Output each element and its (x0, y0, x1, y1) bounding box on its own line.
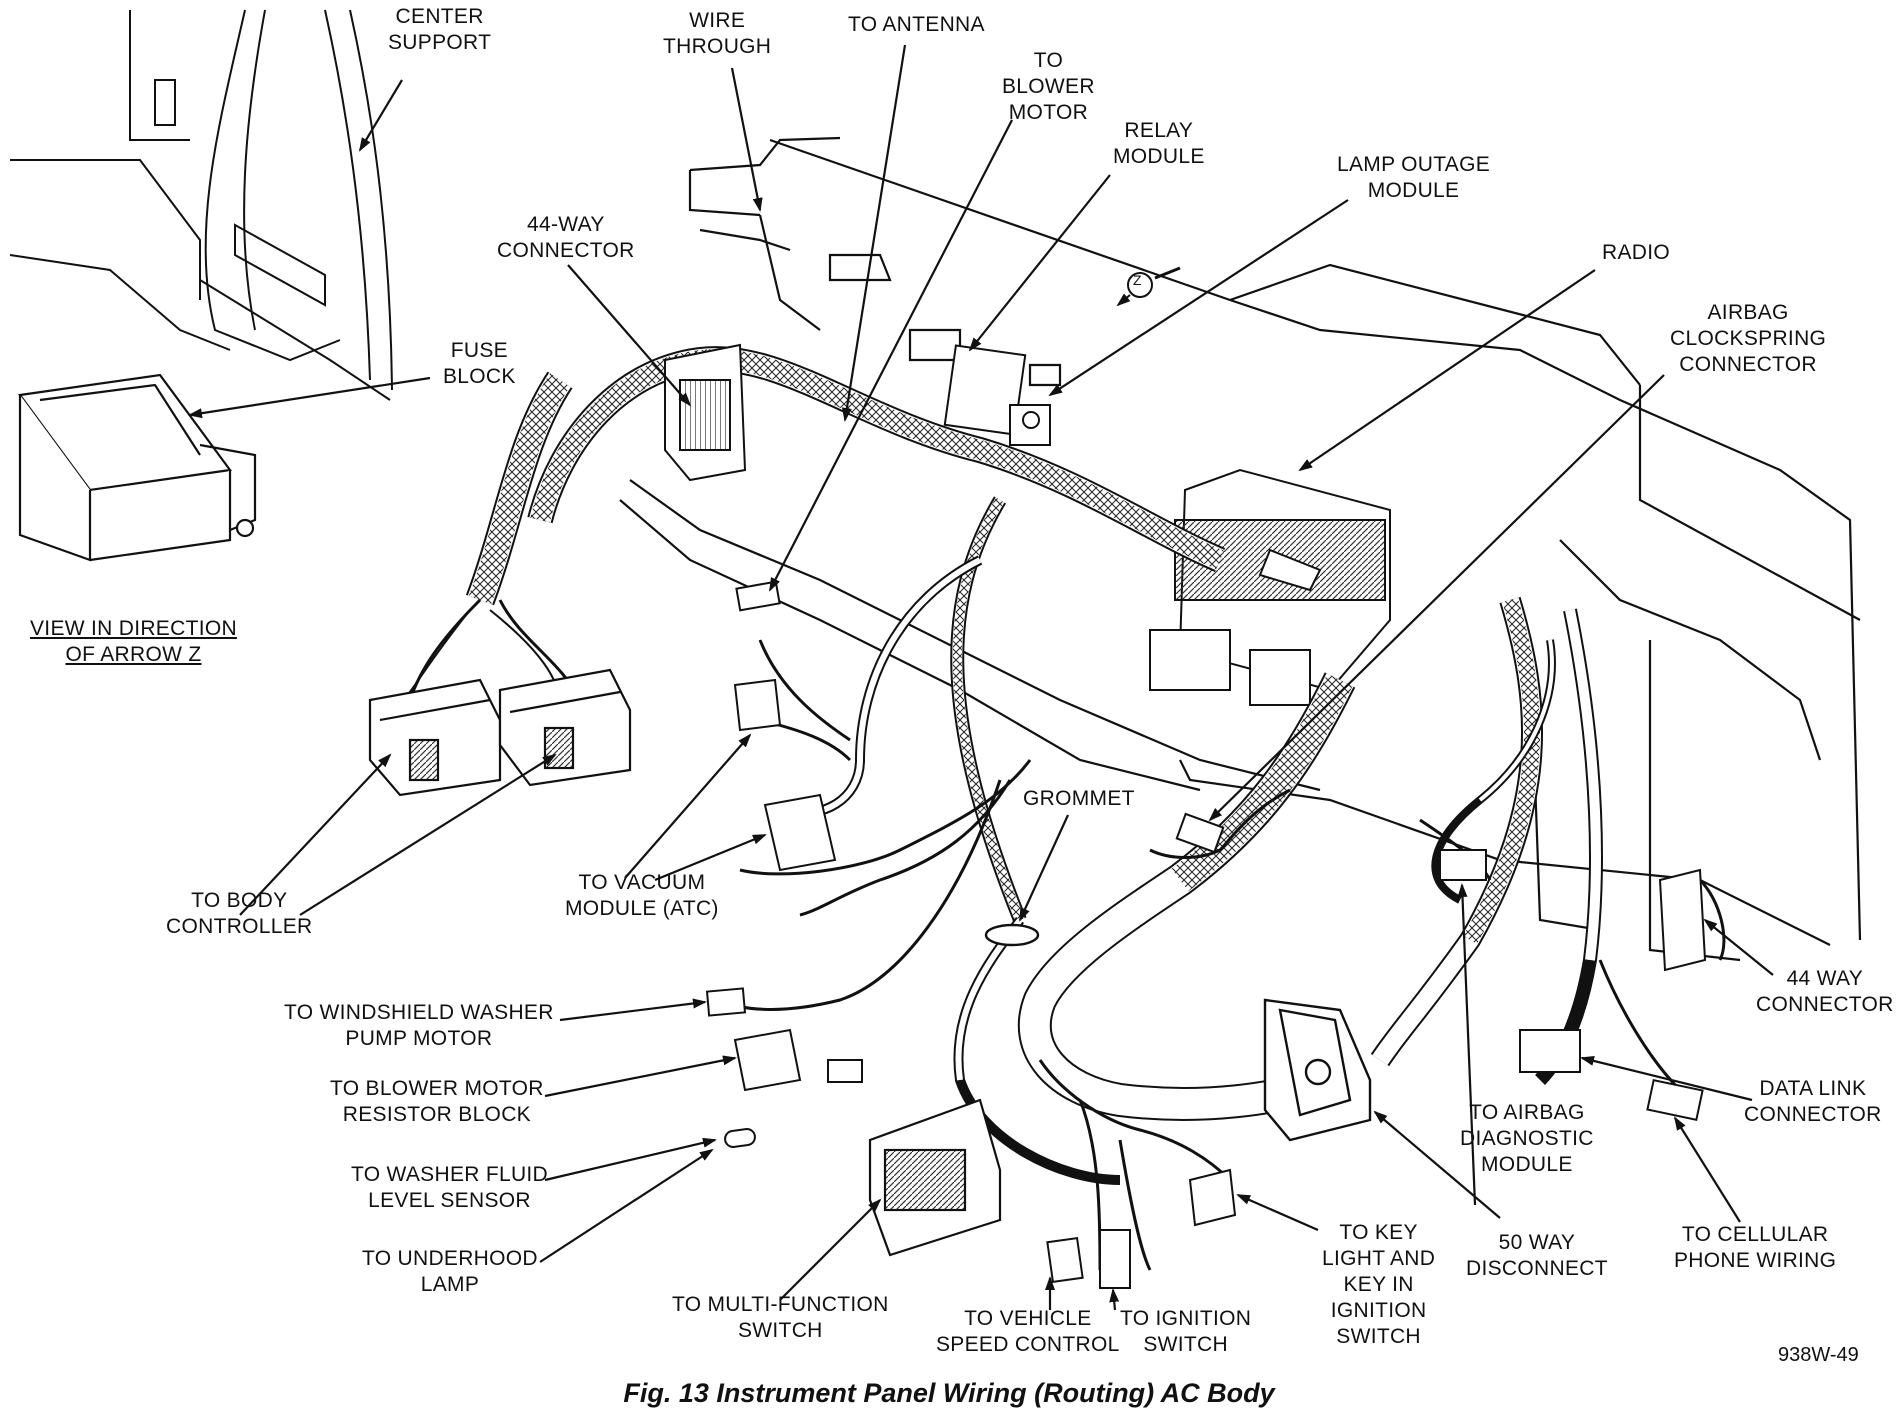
label-grommet: GROMMET (1023, 787, 1135, 810)
center-support-inset (9, 9, 393, 401)
label-center-support: CENTER SUPPORT (388, 5, 492, 54)
label-to-blower-motor: TO BLOWER MOTOR (1002, 49, 1095, 124)
wiring-harness (399, 346, 1726, 1271)
label-to-body-controller: TO BODY CONTROLLER (166, 889, 313, 938)
small-connectors (705, 580, 1707, 1289)
label-to-windshield-washer-pump-motor: TO WINDSHIELD WASHER PUMP MOTOR (284, 1001, 554, 1050)
way44-connector-top (664, 343, 747, 482)
way50-disconnect-part (1263, 998, 1372, 1142)
label-50-way-disconnect: 50 WAY DISCONNECT (1466, 1231, 1608, 1280)
label-airbag-clockspring-connector: AIRBAG CLOCKSPRING CONNECTOR (1670, 301, 1827, 376)
label-to-antenna: TO ANTENNA (848, 13, 985, 36)
label-wire-through: WIRE THROUGH (663, 9, 772, 58)
arrow-z-marker (1116, 266, 1181, 307)
label-to-key-light: TO KEY LIGHT AND KEY IN IGNITION SWITCH (1322, 1221, 1436, 1348)
label-relay-module: RELAY MODULE (1113, 119, 1205, 168)
leader-lines (188, 44, 1774, 1311)
label-44-way-connector-right: 44 WAY CONNECTOR (1756, 967, 1894, 1016)
label-to-blower-motor-resistor-block: TO BLOWER MOTOR RESISTOR BLOCK (330, 1077, 544, 1126)
figure-id: 938W-49 (1778, 1344, 1859, 1366)
label-to-vacuum-module: TO VACUUM MODULE (ATC) (565, 871, 719, 920)
label-to-multi-function-switch: TO MULTI-FUNCTION SWITCH (672, 1293, 889, 1342)
body-controller-connectors (368, 668, 632, 797)
label-data-link-connector: DATA LINK CONNECTOR (1744, 1077, 1882, 1126)
label-fuse-block: FUSE BLOCK (443, 339, 516, 388)
radio-unit (1149, 468, 1391, 706)
label-z-marker: Z (1133, 272, 1142, 288)
figure-caption: Fig. 13 Instrument Panel Wiring (Routing… (623, 1378, 1275, 1408)
label-to-airbag-diagnostic-module: TO AIRBAG DIAGNOSTIC MODULE (1460, 1101, 1594, 1176)
label-to-ignition-switch: TO IGNITION SWITCH (1120, 1307, 1252, 1356)
label-44-way-connector-top: 44-WAY CONNECTOR (497, 213, 635, 262)
label-to-underhood-lamp: TO UNDERHOOD LAMP (362, 1247, 538, 1296)
label-view-arrow-z: VIEW IN DIRECTION OF ARROW Z (30, 617, 237, 666)
label-lamp-outage-module: LAMP OUTAGE MODULE (1337, 153, 1491, 202)
label-to-vehicle-speed-control: TO VEHICLE SPEED CONTROL (936, 1307, 1120, 1356)
relay-module (943, 344, 1051, 446)
grommet-part (984, 923, 1040, 947)
label-radio: RADIO (1602, 241, 1671, 264)
multifunction-connector (868, 1098, 1002, 1257)
label-to-cellular-phone-wiring: TO CELLULAR PHONE WIRING (1674, 1223, 1837, 1272)
label-to-washer-fluid-level-sensor: TO WASHER FLUID LEVEL SENSOR (351, 1163, 549, 1212)
fuse-block (18, 373, 257, 562)
